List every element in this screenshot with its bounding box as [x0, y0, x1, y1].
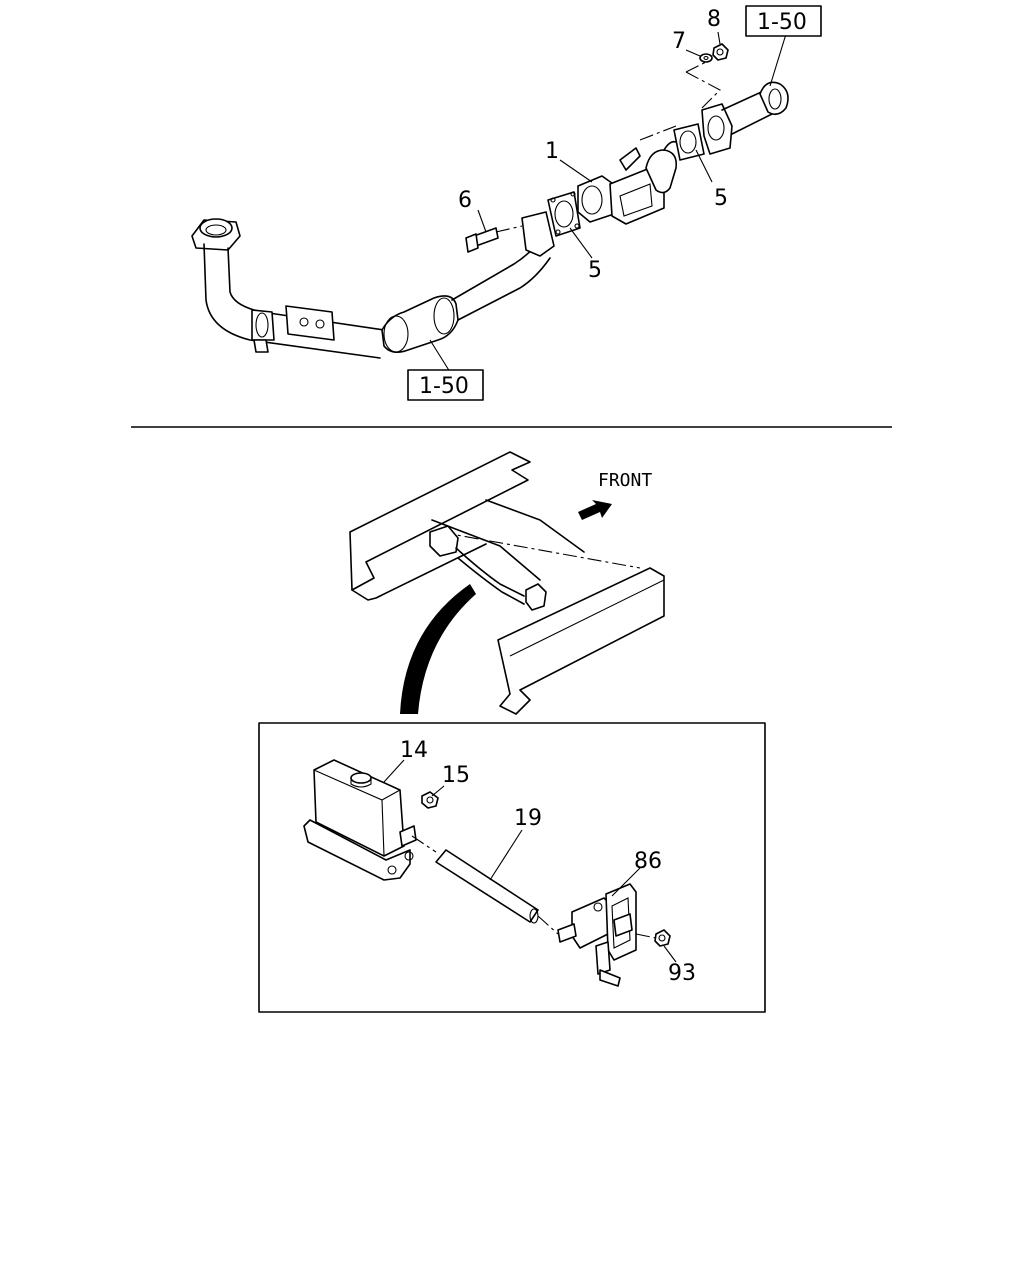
- valve-part-86: [557, 883, 637, 987]
- washer-part-7: [699, 53, 713, 63]
- callout-5-right: 5: [714, 186, 728, 211]
- gasket-part-5-left: [547, 191, 581, 237]
- callout-1: 1: [545, 139, 559, 164]
- nut-part-93: [654, 929, 671, 947]
- callout-6: 6: [458, 188, 472, 213]
- reference-bottom-label: 1-50: [419, 374, 469, 399]
- callout-86: 86: [634, 849, 662, 874]
- front-arrow-icon: [578, 500, 612, 520]
- reference-top-label: 1-50: [757, 10, 807, 35]
- callout-8: 8: [707, 7, 721, 32]
- callout-5-left: 5: [588, 258, 602, 283]
- reference-box-top: 1-50: [745, 5, 822, 37]
- front-exhaust-pipe: [203, 243, 385, 359]
- catalytic-converter: [381, 295, 459, 354]
- detail-box: 14 15 19 86 93: [258, 722, 766, 1013]
- nut-part-15: [421, 791, 439, 809]
- exhaust-assembly: 1 6 5 5 7 8 1-50 1-50: [191, 5, 822, 401]
- rear-pipe-flange: [701, 81, 789, 155]
- intermediate-pipe: [451, 211, 555, 321]
- reservoir-tank-part-14: [303, 759, 417, 881]
- detail-pointer-icon: [400, 584, 476, 714]
- callout-7: 7: [672, 29, 686, 54]
- chassis-frame-view: FRONT: [349, 451, 665, 715]
- reference-box-bottom: 1-50: [407, 369, 484, 401]
- front-label: FRONT: [598, 470, 652, 491]
- callout-14: 14: [400, 738, 428, 763]
- bolt-part-6: [465, 227, 499, 253]
- exhaust-brake-part-1: [577, 140, 678, 225]
- callout-93: 93: [668, 961, 696, 986]
- callout-19: 19: [514, 806, 542, 831]
- gasket-part-5-right: [673, 123, 705, 161]
- callout-15: 15: [442, 763, 470, 788]
- front-pipe-flange: [191, 218, 241, 251]
- nut-part-8: [712, 43, 729, 61]
